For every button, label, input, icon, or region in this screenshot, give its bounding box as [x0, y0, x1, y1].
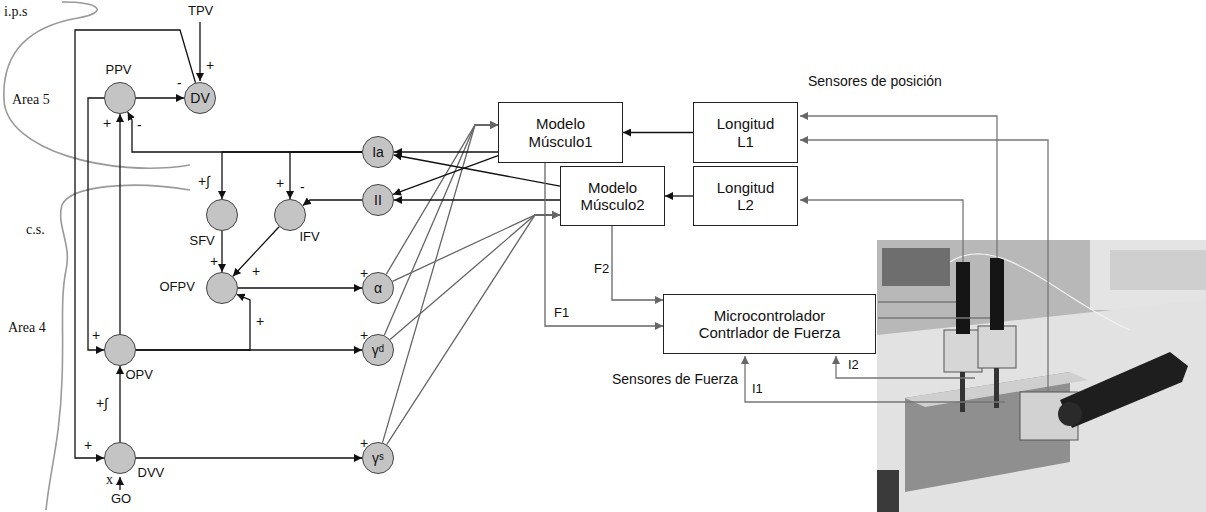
signal-connector: [136, 457, 362, 458]
node-label: Ia: [372, 144, 384, 160]
node-label: II: [374, 192, 382, 208]
apparatus-photo: [877, 240, 1206, 512]
signal-name: I2: [848, 358, 859, 372]
neuron-population-node: DVV: [104, 442, 136, 474]
region-label: Area 5: [12, 92, 50, 107]
sign-label: +: [360, 328, 368, 343]
signal-connector: [393, 156, 498, 195]
neuron-population-node: DV: [184, 82, 216, 114]
sign-label: +: [103, 116, 111, 131]
signal-name: TPV: [188, 4, 213, 18]
signal-connector: [383, 125, 499, 443]
sulcus-outline: [46, 185, 190, 510]
signal-connector: [303, 200, 362, 205]
region-label: c.s.: [26, 222, 45, 237]
signal-connector: [394, 199, 560, 200]
sign-label: +: [92, 328, 100, 343]
node-label: γᵈ: [372, 342, 384, 358]
sign-label: +∫: [198, 174, 210, 189]
signal-connector: [238, 287, 362, 288]
region-label: i.p.s: [4, 4, 27, 19]
sign-label: +: [276, 176, 284, 191]
signal-connector: [88, 98, 104, 350]
node-label: OFPV: [160, 280, 195, 294]
region-label: Area 4: [8, 320, 46, 335]
sign-label: -: [137, 118, 142, 133]
neuron-population-node: PPV: [104, 82, 136, 114]
box-label: Longitud L1: [715, 115, 777, 150]
input-arrow: [119, 477, 120, 490]
sign-label: +: [360, 436, 368, 451]
box-label: Modelo Músculo1: [523, 115, 598, 150]
box-label: Modelo Músculo2: [575, 179, 650, 214]
process-box: Longitud L2: [693, 166, 798, 226]
neuron-population-node: OFPV: [206, 272, 238, 304]
sulcus-outline: [4, 2, 190, 168]
sign-label: +: [360, 266, 368, 281]
neuron-population-node: SFV: [206, 199, 238, 231]
node-label: γˢ: [372, 450, 384, 466]
node-label: PPV: [106, 63, 132, 77]
node-label: DVV: [138, 466, 165, 480]
node-label: OPV: [126, 368, 153, 382]
node-label: IFV: [300, 230, 320, 244]
signal-connector: [119, 114, 120, 334]
signal-connector: [390, 215, 560, 340]
signal-connector: [612, 226, 663, 300]
neuron-population-node: IFV: [274, 199, 306, 231]
sign-label: +: [210, 254, 218, 269]
sign-label: -: [300, 180, 305, 195]
signal-connector: [136, 294, 250, 350]
signal-connector: [75, 30, 196, 458]
signal-connector: [128, 112, 362, 152]
signal-connector: [222, 152, 362, 199]
signal-connector: [665, 195, 693, 196]
signal-connector: [394, 151, 498, 152]
signal-connector: [623, 132, 693, 133]
sign-label: +∫: [96, 396, 108, 411]
neuron-population-node: OPV: [104, 334, 136, 366]
sign-label: +: [256, 314, 264, 329]
node-label: SFV: [190, 234, 215, 248]
signal-name: F2: [592, 262, 611, 276]
signal-name: I1: [752, 382, 763, 396]
signal-connector: [393, 215, 561, 281]
sign-label: -: [177, 76, 182, 91]
sign-label: +: [252, 264, 260, 279]
sensor-label: Sensores de posición: [808, 74, 942, 89]
signal-connector: [387, 215, 560, 445]
process-box: Microcontrolador Contrlador de Fuerza: [663, 294, 876, 354]
process-box: Modelo Músculo1: [498, 102, 623, 163]
signal-connector: [290, 152, 362, 199]
neuron-population-node: II: [362, 184, 394, 216]
signal-connector: [136, 97, 184, 98]
signal-connector: [119, 366, 120, 442]
neuron-population-node: Ia: [362, 136, 394, 168]
signal-connector: [136, 349, 362, 350]
sensor-label: Sensores de Fuerza: [612, 372, 738, 387]
signal-name: x: [106, 472, 113, 487]
box-label: Longitud L2: [715, 179, 777, 214]
signal-name: F1: [552, 306, 571, 320]
process-box: Longitud L1: [693, 102, 798, 163]
sign-label: +: [206, 58, 214, 73]
box-label: Microcontrolador Contrlador de Fuerza: [690, 307, 850, 342]
node-label: α: [374, 280, 382, 296]
node-label: DV: [190, 90, 209, 106]
signal-name: GO: [111, 492, 131, 506]
sign-label: +: [84, 438, 92, 453]
input-arrow: [199, 22, 200, 81]
signal-connector: [221, 231, 222, 272]
process-box: Modelo Músculo2: [560, 166, 665, 226]
